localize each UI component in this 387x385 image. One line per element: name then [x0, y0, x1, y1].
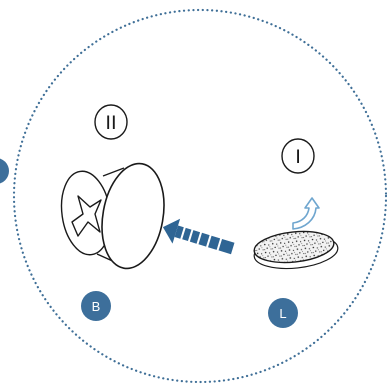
insert-direction-arrow-icon [162, 218, 235, 255]
badge-l-label: L [279, 306, 286, 321]
dotted-frame-ring [12, 8, 387, 384]
step-1-label: I [295, 146, 301, 168]
badge-l: L [268, 298, 298, 328]
step-2-marker: II [94, 104, 128, 140]
edge-badge [0, 158, 9, 184]
badge-b-label: B [92, 299, 101, 314]
badge-b: B [81, 291, 111, 321]
step-1-marker: I [281, 138, 315, 174]
round-cap-button-icon [60, 162, 165, 270]
peel-arrow-icon [292, 197, 320, 230]
adhesive-pad-icon [253, 230, 339, 270]
step-2-label: II [105, 112, 116, 134]
